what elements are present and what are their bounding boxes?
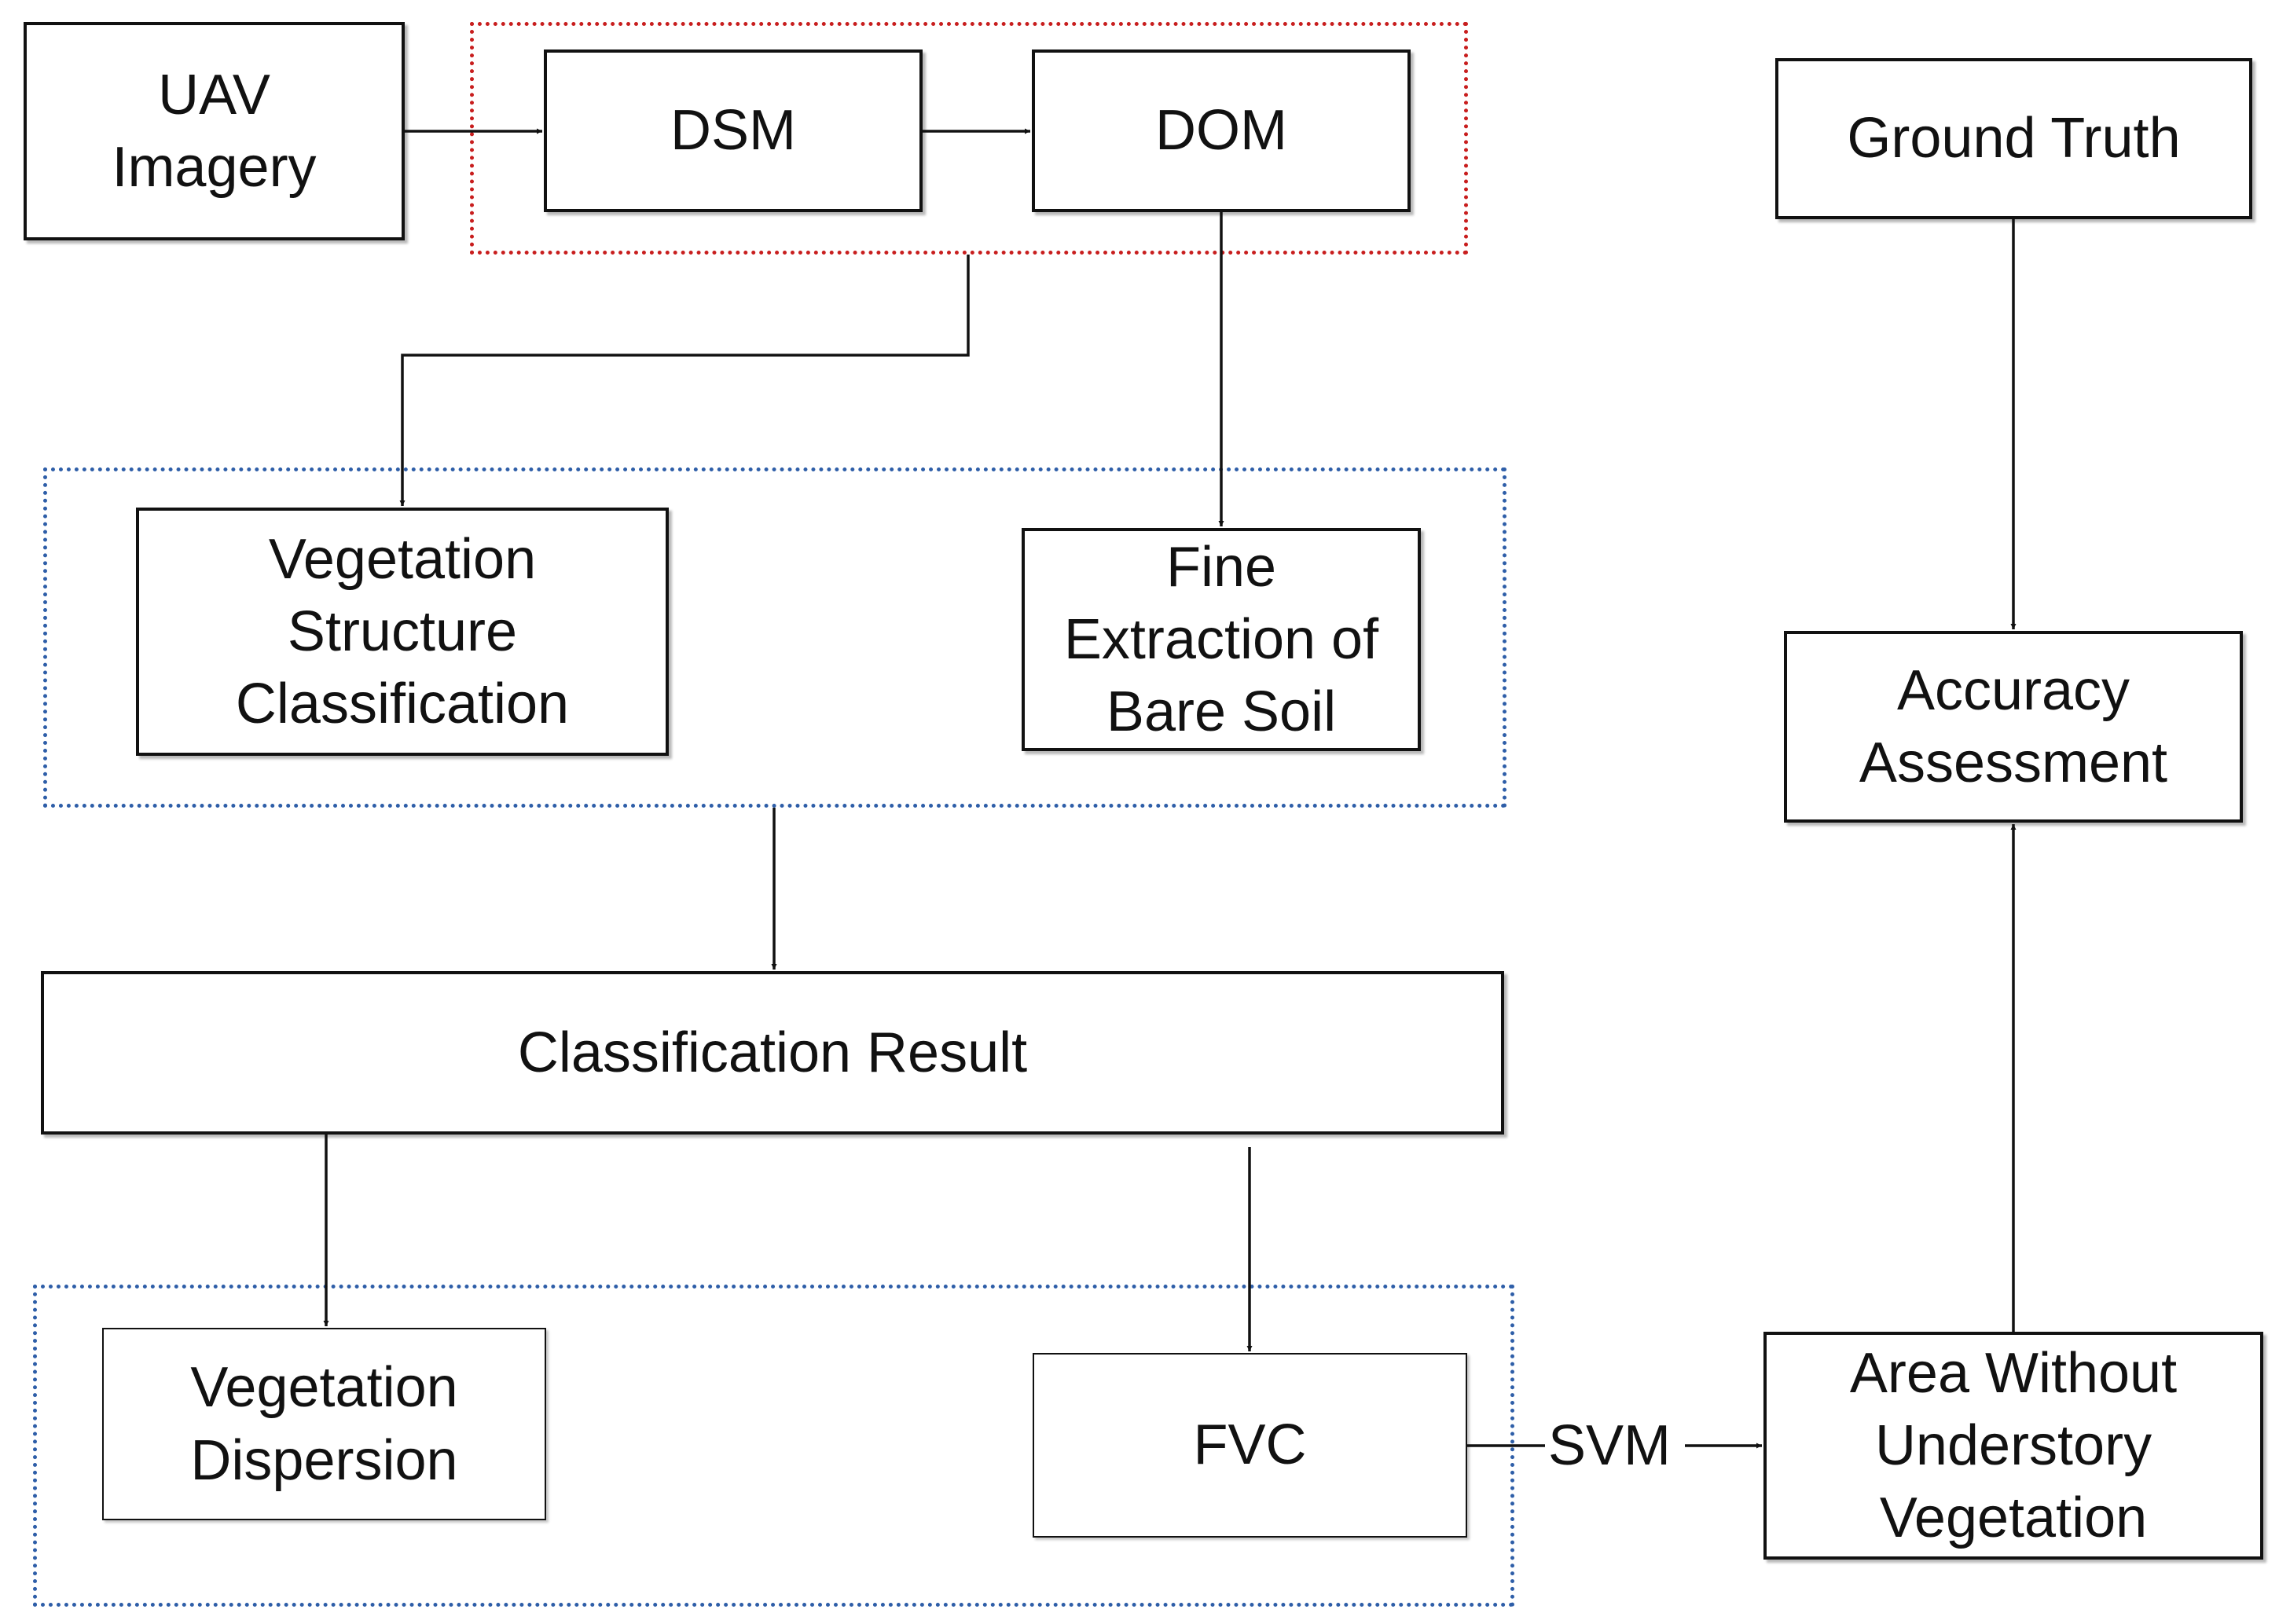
preprocessing-group-frame xyxy=(470,22,1468,255)
accuracy-assessment-label: Accuracy Assessment xyxy=(1859,658,2168,794)
vegetation-structure-classification-label: Vegetation Structure Classification xyxy=(235,527,570,736)
vegetation-structure-classification-node: Vegetation Structure Classification xyxy=(136,508,669,756)
area-without-understory-label: Area Without Understory Vegetation xyxy=(1849,1341,2178,1550)
uav-imagery-node: UAV Imagery xyxy=(24,22,405,240)
vegetation-dispersion-label: Vegetation Dispersion xyxy=(190,1356,458,1492)
uav-imagery-label: UAV Imagery xyxy=(112,63,317,199)
dsm-label: DSM xyxy=(670,99,796,163)
classification-result-node: Classification Result xyxy=(41,971,1504,1135)
svm-edge-label: SVM xyxy=(1545,1417,1675,1474)
dsm-node: DSM xyxy=(544,49,923,212)
vegetation-dispersion-node: Vegetation Dispersion xyxy=(102,1328,546,1520)
accuracy-assessment-node: Accuracy Assessment xyxy=(1784,631,2243,823)
fine-extraction-bare-soil-node: Fine Extraction of Bare Soil xyxy=(1022,528,1421,751)
dom-label: DOM xyxy=(1155,99,1287,163)
ground-truth-node: Ground Truth xyxy=(1775,58,2252,219)
ground-truth-label: Ground Truth xyxy=(1847,107,2181,170)
fvc-label: FVC xyxy=(1193,1413,1307,1477)
fine-extraction-bare-soil-label: Fine Extraction of Bare Soil xyxy=(1063,535,1379,744)
area-without-understory-node: Area Without Understory Vegetation xyxy=(1763,1332,2263,1560)
dom-node: DOM xyxy=(1032,49,1411,212)
fvc-node: FVC xyxy=(1033,1353,1467,1538)
classification-result-label: Classification Result xyxy=(517,1021,1028,1084)
